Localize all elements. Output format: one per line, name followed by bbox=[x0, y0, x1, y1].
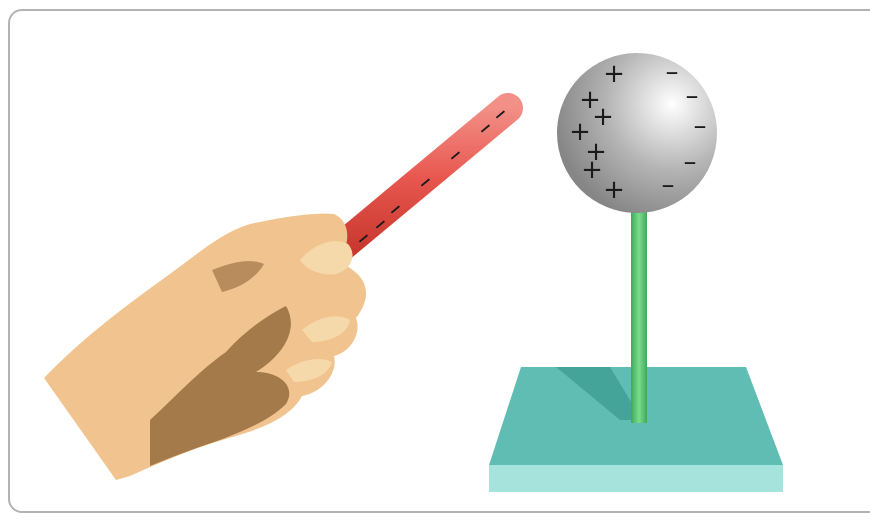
sphere-positive-charge: + bbox=[592, 102, 614, 132]
sphere-positive-charge: + bbox=[585, 137, 607, 167]
sphere-negative-charge: – bbox=[684, 147, 697, 177]
sphere-positive-charge: + bbox=[603, 175, 625, 205]
charged-rod: ––––––– bbox=[340, 98, 514, 253]
sphere-negative-charge: – bbox=[666, 57, 679, 87]
sphere-negative-charge: – bbox=[662, 170, 675, 200]
metal-sphere: +++++++––––– bbox=[557, 53, 717, 213]
insulating-pole bbox=[631, 205, 647, 423]
hand bbox=[44, 214, 366, 480]
sphere-negative-charge: – bbox=[694, 111, 707, 141]
sphere-negative-charge: – bbox=[686, 81, 699, 111]
sphere-positive-charge: + bbox=[603, 59, 625, 89]
